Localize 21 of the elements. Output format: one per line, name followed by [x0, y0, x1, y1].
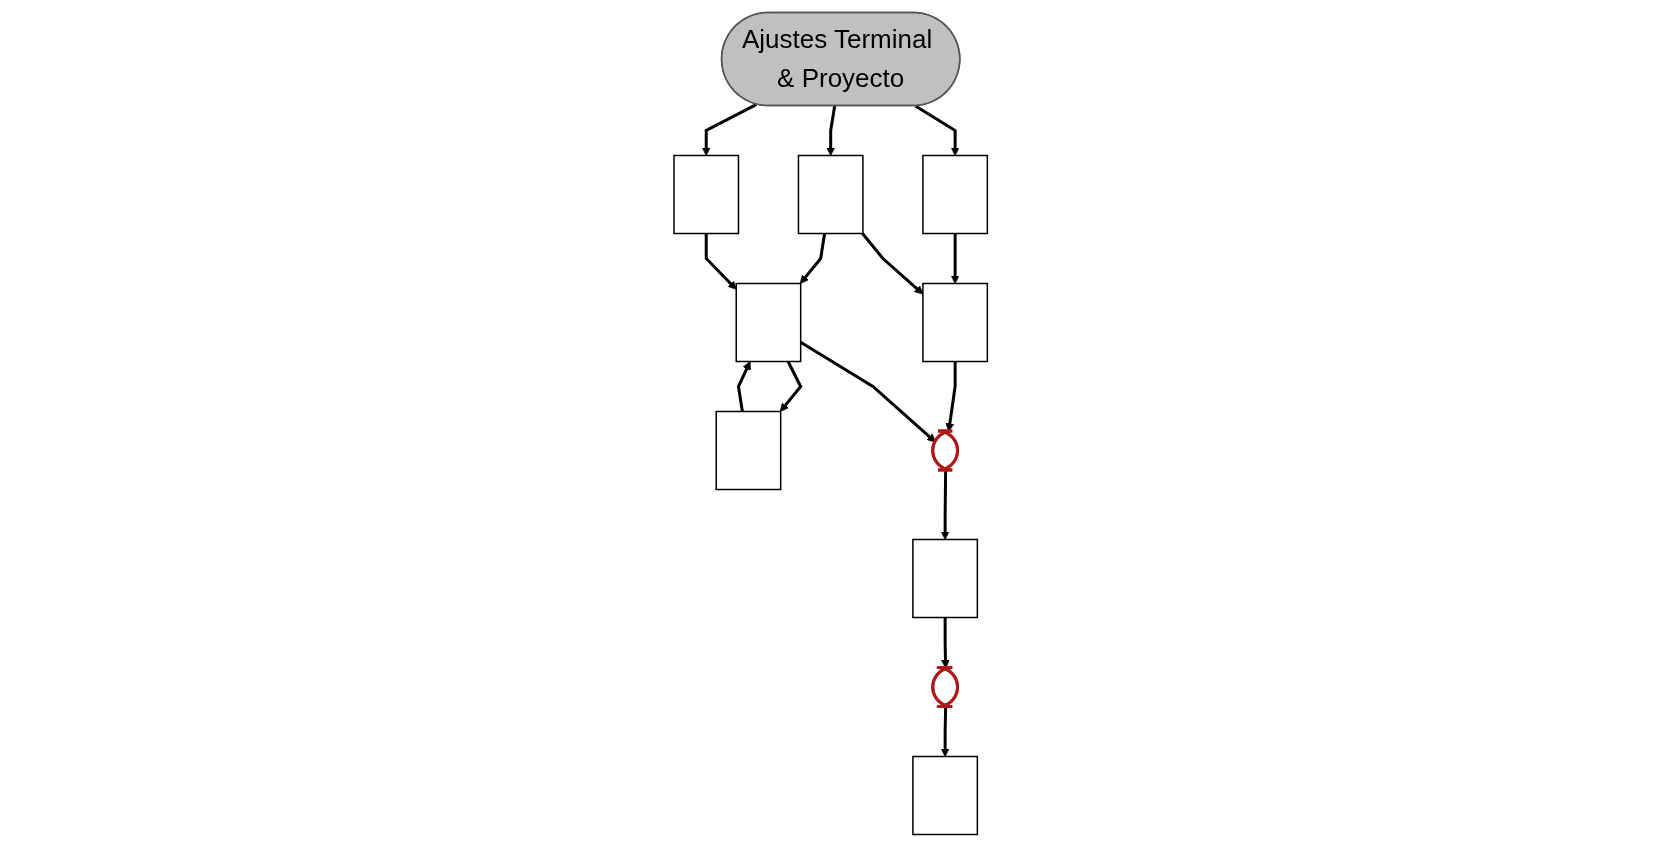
node-box: [922, 282, 989, 363]
arrow: [780, 360, 803, 412]
arrow: [737, 361, 752, 412]
arrow: [800, 233, 827, 284]
node-box: [798, 154, 864, 235]
arrow: [951, 233, 960, 284]
arrow: [941, 706, 950, 757]
arrow: [705, 233, 737, 290]
node-box: [912, 538, 979, 619]
arrow: [941, 470, 950, 540]
arrow: [800, 340, 937, 443]
arrow: [702, 103, 758, 156]
node-box: [735, 282, 802, 363]
node-box: [912, 755, 979, 836]
arrow: [945, 361, 957, 432]
arrow: [915, 104, 960, 156]
node-box: [673, 154, 740, 235]
node-box: [922, 154, 989, 235]
node-box: [715, 410, 782, 491]
arrow: [826, 105, 837, 156]
arrow: [861, 232, 924, 295]
